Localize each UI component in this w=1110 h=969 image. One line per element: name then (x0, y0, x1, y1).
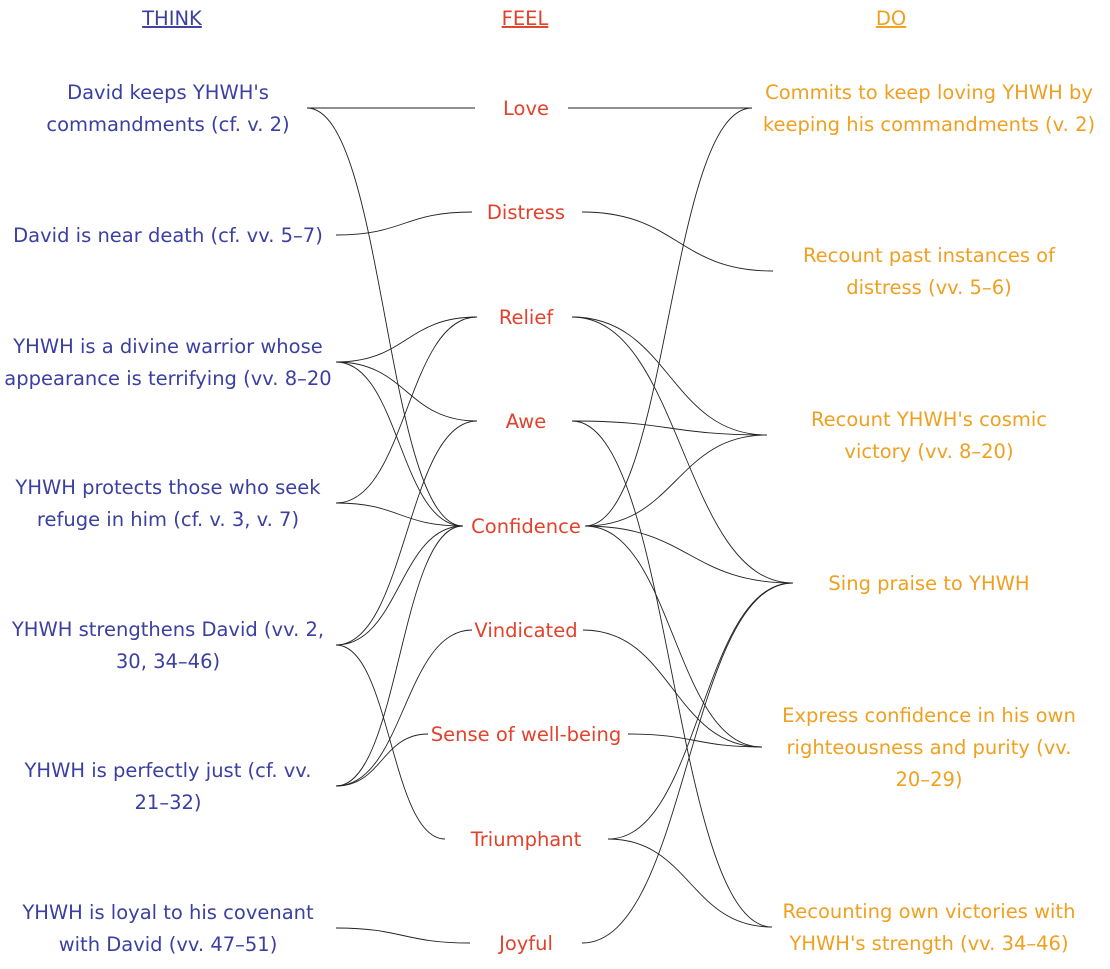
do-node-d5: Express confidence in his own righteousne… (782, 704, 1076, 791)
feel-node-f7-line: Sense of well-being (431, 723, 621, 746)
header-do: DO (876, 7, 906, 30)
think-node-t4-line: refuge in him (cf. v. 3, v. 7) (37, 508, 299, 531)
link-f4-d3 (571, 420, 768, 436)
do-node-d1: Commits to keep loving YHWH by keeping hi… (763, 81, 1095, 136)
think-node-t1-line: David keeps YHWH's (67, 81, 269, 104)
think-node-t2-line: David is near death (cf. vv. 5–7) (13, 224, 323, 247)
feel-node-f2-line: Distress (487, 201, 565, 224)
link-f5-d1 (584, 107, 753, 527)
link-t5-f8 (335, 644, 446, 840)
do-node-d5-line: Express confidence in his own (782, 704, 1076, 727)
feel-node-f4-line: Awe (506, 410, 547, 433)
think-node-t5-line: YHWH strengthens David (vv. 2, (11, 618, 324, 641)
do-node-d5-line: righteousness and purity (vv. (787, 736, 1072, 759)
link-f3-d4 (571, 316, 794, 584)
feel-node-f5: Confidence (471, 515, 581, 538)
do-node-d4: Sing praise to YHWH (828, 572, 1029, 595)
think-node-t7-line: YHWH is loyal to his covenant (21, 901, 314, 924)
link-t4-f5 (335, 502, 464, 527)
think-node-t6: YHWH is perfectly just (cf. vv. 21–32) (24, 759, 312, 814)
link-t4-f3 (335, 316, 478, 504)
do-node-d1-line: Commits to keep loving YHWH by (765, 81, 1093, 104)
link-t5-f5 (335, 525, 464, 646)
feel-node-f1: Love (503, 97, 549, 120)
feel-node-f3-line: Relief (499, 306, 555, 329)
link-f9-d4 (581, 582, 794, 944)
node-labels: THINK FEEL DO David keeps YHWH's commandm… (4, 7, 1095, 956)
think-node-t5-line: 30, 34–46) (116, 650, 220, 673)
think-node-t3-line: appearance is terrifying (vv. 8–20 (4, 367, 331, 390)
do-node-d2: Recount past instances of distress (vv. 5… (803, 244, 1056, 299)
link-t3-f4 (335, 361, 478, 422)
feel-node-f7: Sense of well-being (431, 723, 621, 746)
think-node-t7: YHWH is loyal to his covenant with David … (21, 901, 314, 956)
link-f5-d3 (584, 434, 768, 527)
do-node-d2-line: distress (vv. 5–6) (846, 276, 1011, 299)
link-f7-d5 (627, 733, 763, 748)
think-node-t7-line: with David (vv. 47–51) (59, 933, 278, 956)
link-t7-f9 (335, 927, 471, 944)
link-t3-f3 (335, 316, 478, 363)
feel-node-f5-line: Confidence (471, 515, 581, 538)
link-f4-d6 (571, 420, 773, 928)
link-t3-f5 (335, 361, 464, 527)
do-node-d3-line: victory (vv. 8–20) (844, 440, 1013, 463)
link-f3-d3 (571, 316, 768, 436)
header-think: THINK (141, 7, 203, 30)
link-t5-f4 (335, 420, 478, 646)
think-node-t2: David is near death (cf. vv. 5–7) (13, 224, 323, 247)
think-node-t6-line: 21–32) (135, 791, 202, 814)
feel-node-f8-line: Triumphant (470, 828, 582, 851)
link-f5-d4 (584, 525, 794, 584)
do-node-d5-line: 20–29) (896, 768, 963, 791)
do-node-d6-line: Recounting own victories with (783, 900, 1076, 923)
link-t6-f5 (335, 525, 464, 787)
think-node-t3: YHWH is a divine warrior whose appearance… (4, 335, 331, 390)
feel-node-f1-line: Love (503, 97, 549, 120)
link-f5-d5 (584, 525, 763, 748)
link-t6-f7 (335, 733, 429, 787)
do-node-d6-line: YHWH's strength (vv. 34–46) (788, 932, 1068, 955)
feel-node-f3: Relief (499, 306, 555, 329)
think-node-t1: David keeps YHWH's commandments (cf. v. 2… (46, 81, 289, 136)
link-f2-d2 (581, 211, 774, 272)
feel-node-f6-line: Vindicated (474, 619, 577, 642)
connector-lines (306, 107, 794, 944)
link-f6-d5 (582, 629, 763, 748)
link-t1-f5 (306, 107, 464, 527)
link-f8-d4 (607, 582, 794, 840)
feel-node-f4: Awe (506, 410, 547, 433)
do-node-d1-line: keeping his commandments (v. 2) (763, 113, 1095, 136)
do-node-d3-line: Recount YHWH's cosmic (811, 408, 1047, 431)
feel-node-f2: Distress (487, 201, 565, 224)
feel-node-f9: Joyful (497, 932, 553, 955)
link-t6-f6 (335, 629, 473, 787)
think-node-t4: YHWH protects those who seek refuge in hi… (14, 476, 321, 531)
feel-node-f9-line: Joyful (497, 932, 553, 955)
think-node-t1-line: commandments (cf. v. 2) (46, 113, 289, 136)
do-node-d4-line: Sing praise to YHWH (828, 572, 1029, 595)
think-node-t4-line: YHWH protects those who seek (14, 476, 321, 499)
do-node-d3: Recount YHWH's cosmic victory (vv. 8–20) (811, 408, 1047, 463)
link-t2-f2 (335, 211, 473, 236)
feel-node-f8: Triumphant (470, 828, 582, 851)
link-f8-d6 (607, 838, 773, 928)
think-node-t6-line: YHWH is perfectly just (cf. vv. (24, 759, 312, 782)
do-node-d2-line: Recount past instances of (803, 244, 1056, 267)
header-feel: FEEL (502, 7, 549, 30)
think-node-t3-line: YHWH is a divine warrior whose (12, 335, 323, 358)
feel-node-f6: Vindicated (474, 619, 577, 642)
think-node-t5: YHWH strengthens David (vv. 2, 30, 34–46) (11, 618, 324, 673)
